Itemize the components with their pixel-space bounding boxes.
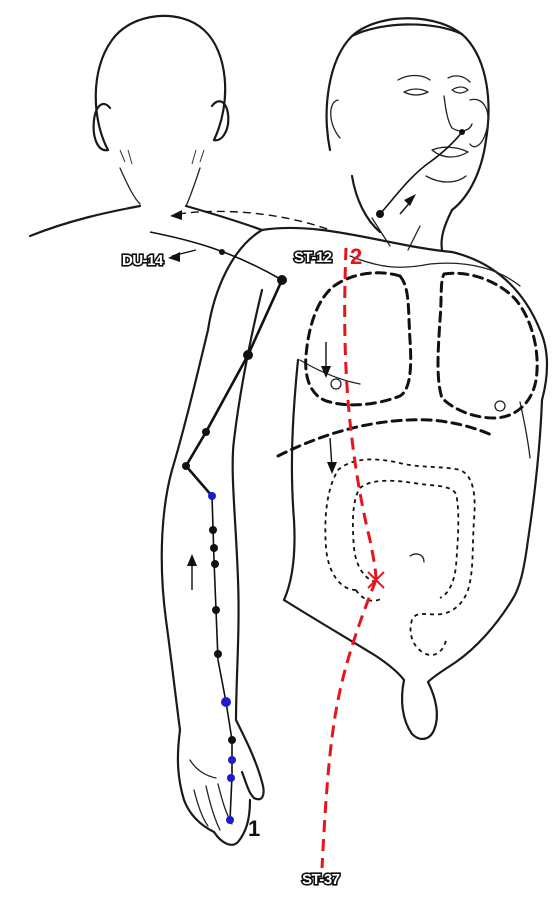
du14-label: DU-14 [122, 252, 164, 269]
meridian-back-branch [149, 210, 331, 281]
back-head-figure [28, 14, 264, 238]
point-upper-arm [243, 350, 253, 360]
point-forearm-1 [209, 526, 217, 534]
meridian-arm-line [182, 249, 287, 824]
point-shoulder [277, 275, 287, 285]
point-blue-hand-2 [227, 774, 235, 782]
point-hand-1 [228, 736, 236, 744]
point-blue-hand-1 [228, 756, 236, 764]
point-blue-wrist [221, 697, 231, 707]
colon-outline [324, 458, 476, 615]
right-lung-outline [304, 271, 413, 407]
st37-label: ST-37 [302, 871, 340, 888]
internal-red-path [320, 247, 385, 869]
point-forearm-3 [211, 560, 219, 568]
point-blue-elbow [208, 492, 216, 500]
arm-figure [160, 288, 265, 846]
point-forearm-2 [210, 544, 218, 552]
internal-organs [276, 271, 539, 656]
left-lung-outline [436, 271, 539, 420]
point-elbow-upper [202, 428, 210, 436]
point-forearm-4 [212, 606, 220, 614]
front-body-figure [206, 17, 549, 740]
point-blue-finger [226, 816, 234, 824]
point-elbow [182, 462, 190, 470]
meridian-face-branch [376, 129, 465, 218]
point-scalp-1 [219, 249, 225, 255]
st12-label: ST-12 [294, 249, 332, 266]
start-marker-number: 1 [248, 816, 260, 841]
diaphragm-line [276, 418, 496, 458]
end-marker-number: 2 [350, 244, 362, 269]
point-forearm-5 [214, 650, 222, 658]
